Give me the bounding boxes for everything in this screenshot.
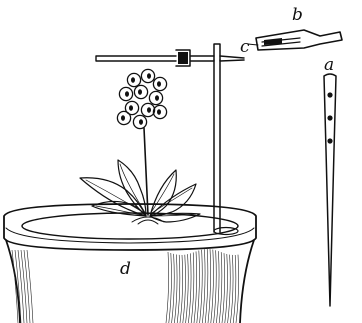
flower-head (117, 69, 166, 128)
floret-eye (125, 91, 129, 97)
pot-hatch-line (21, 250, 27, 323)
arm-clip-fill (178, 52, 188, 64)
pot-hatch-line (27, 250, 33, 323)
rod-top (214, 44, 220, 60)
floret-eye (139, 119, 143, 125)
pot-hatch-line (216, 251, 219, 323)
pot-hatch-line (200, 250, 203, 323)
floret-eye (157, 81, 161, 87)
pot-hatch-line (208, 249, 211, 323)
rod-base (214, 228, 238, 235)
pot-hatch-line (225, 254, 228, 323)
horizontal-arm (96, 50, 244, 66)
stake-hole-1 (327, 92, 332, 97)
stake-body (324, 74, 336, 306)
pot-hatch-line (219, 252, 222, 323)
pot-hatch-line (236, 255, 239, 323)
stake-hole-2 (327, 115, 332, 120)
pot-hatch-line (183, 255, 186, 323)
label-b: b (292, 5, 303, 25)
pot-hatch-line (191, 252, 194, 323)
pot-hatch-line (180, 255, 183, 323)
label-c: c (240, 37, 250, 57)
clip-slot (264, 38, 282, 45)
pot-hatch-line (177, 255, 180, 323)
floret-eye (138, 89, 142, 95)
pot-hatch-line (186, 254, 189, 323)
pot-body (6, 240, 254, 323)
pot-hatch-line (214, 250, 217, 323)
pot-hatch-line (194, 251, 197, 323)
pot-inner-rim (22, 213, 238, 239)
floret-eye (155, 95, 159, 101)
pot-hatch-line (230, 255, 233, 323)
pot-hatch-line (188, 253, 191, 323)
pot-hatch-line (166, 252, 169, 323)
pot-hatch-line (174, 255, 177, 323)
label-d: d (120, 259, 131, 279)
pot-hatch-line (202, 249, 205, 323)
detached-clip (248, 30, 342, 50)
pot-rim-band (6, 228, 254, 243)
pot-hatch-line (172, 254, 175, 323)
floret-eye (147, 73, 151, 79)
floret-eye (131, 77, 135, 83)
pot-hatch-line (228, 255, 231, 323)
pot-hatch-line (24, 250, 30, 323)
pot-hatch-line (169, 253, 172, 323)
pointed-stake (324, 74, 336, 306)
label-a: a (324, 55, 334, 75)
primrose-plant (80, 69, 200, 224)
pot-hatch-line (205, 249, 208, 323)
pot-hatch-line (211, 250, 214, 323)
pot-hatch-line (233, 255, 236, 323)
arm-body (96, 56, 176, 61)
pot-hatch-line (197, 250, 200, 323)
pot-hatch-line (222, 253, 225, 323)
floret-eye (121, 115, 125, 121)
floret-eye (129, 105, 133, 111)
stake-hole-3 (327, 138, 332, 143)
floret-eye (147, 107, 151, 113)
floret-eye (157, 109, 161, 115)
